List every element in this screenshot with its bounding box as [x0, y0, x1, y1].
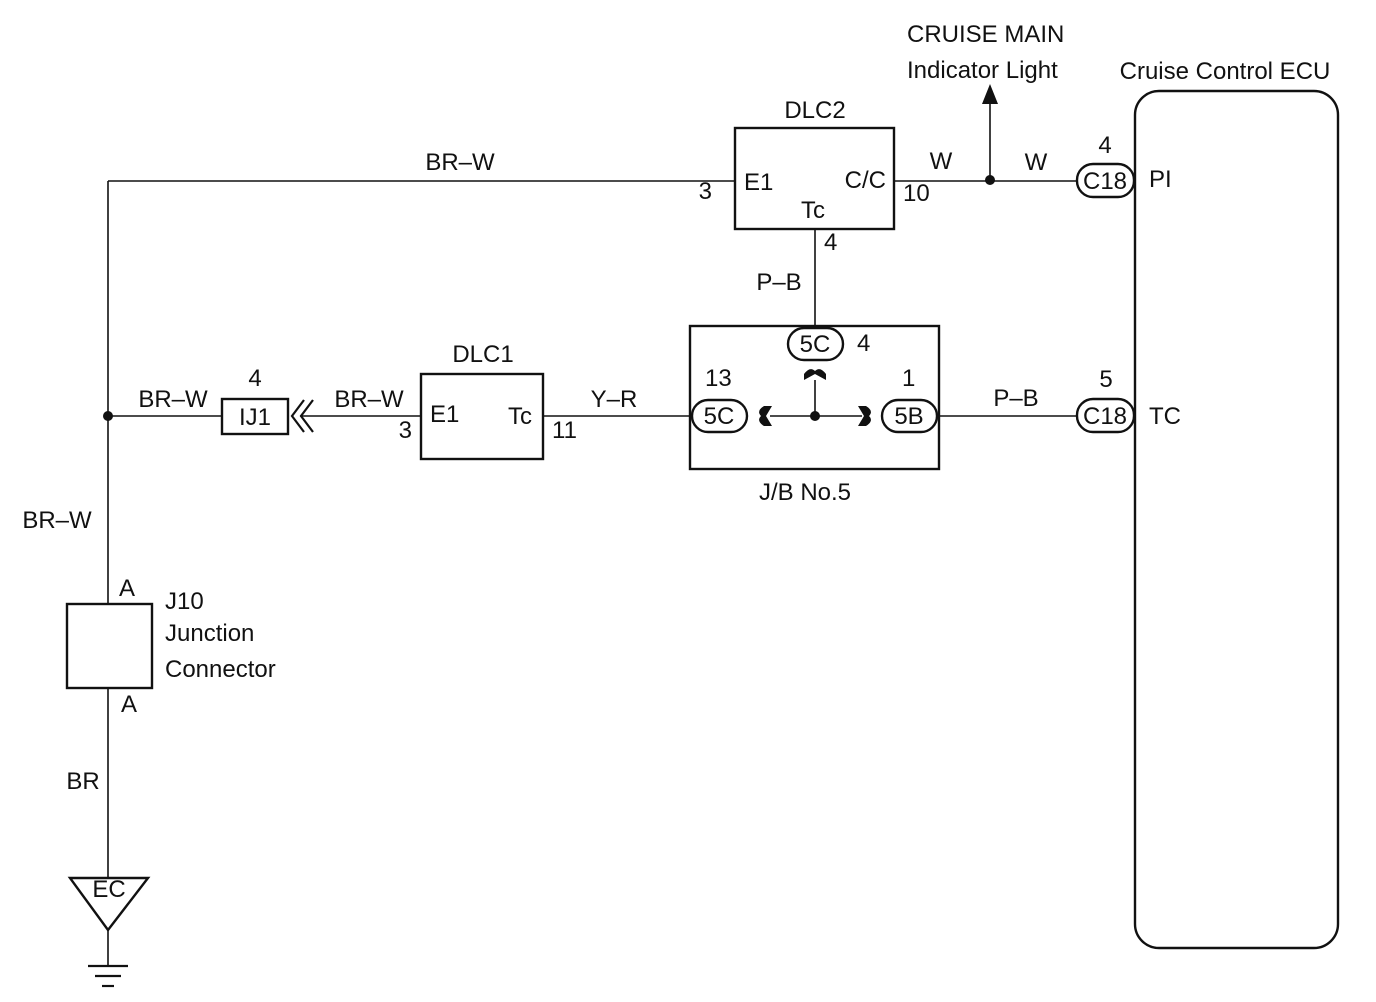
- wires: [107, 103, 1077, 878]
- cruise-control-ecu: Cruise Control ECU C18 4 PI C18 5 TC: [1075, 58, 1340, 950]
- wire-label-pb-vertical: P–B: [756, 269, 801, 296]
- jb5-pin-top: 4: [857, 330, 870, 357]
- j10-name: J10: [165, 588, 204, 615]
- j10-pin-top: A: [119, 575, 135, 602]
- ecu-c18-bottom-label: C18: [1083, 403, 1127, 430]
- indicator-arrow-icon: [982, 84, 998, 104]
- jb5-conn-right-label: 5B: [894, 403, 923, 430]
- ecu-pin-top: 4: [1098, 132, 1111, 159]
- dlc2-pin-e1: 3: [699, 178, 712, 205]
- dlc2-cc-label: C/C: [845, 167, 886, 194]
- ecu-title: Cruise Control ECU: [1120, 58, 1331, 85]
- splice-dot-jb: [810, 411, 820, 421]
- ecu-box: [1133, 89, 1340, 950]
- ground-ec: EC: [67, 876, 151, 988]
- ij1-chevron-inner-icon: [299, 399, 314, 433]
- ecu-pin-bottom: 5: [1099, 366, 1112, 393]
- dlc2-e1-label: E1: [744, 169, 773, 196]
- ground-symbol-icon: [88, 964, 128, 988]
- dlc2-connector: DLC2 E1 C/C Tc 3 10 4: [699, 97, 930, 256]
- jb5-conn-left: [690, 398, 749, 434]
- ecu-c18-top-label: C18: [1083, 168, 1127, 195]
- dlc1-e1-label: E1: [430, 401, 459, 428]
- dlc1-connector: DLC1 E1 Tc 3 11: [399, 341, 577, 461]
- jb5-conn-top-label: 5C: [800, 331, 831, 358]
- wire-label-pb-horizontal: P–B: [993, 385, 1038, 412]
- indicator-line1: CRUISE MAIN: [907, 21, 1064, 48]
- jb5-conn-left-label: 5C: [704, 403, 735, 430]
- jb5-pin-right: 1: [902, 365, 915, 392]
- wire-label-w-right: W: [1025, 149, 1048, 176]
- splice-dot-indicator: [985, 175, 995, 185]
- wire-label-yr: Y–R: [591, 386, 638, 413]
- ground-label: EC: [92, 876, 125, 903]
- ij1-pin: 4: [248, 365, 261, 392]
- ecu-terminal-pi: PI: [1149, 166, 1172, 193]
- dlc2-title: DLC2: [784, 97, 845, 124]
- dlc2-pin-cc: 10: [903, 180, 930, 207]
- ij1-box: [220, 397, 290, 436]
- dlc1-box: [419, 372, 545, 461]
- ecu-terminal-tc: TC: [1149, 403, 1181, 430]
- jb5-terminal-left-icon: [759, 406, 772, 426]
- jb5-box: [688, 324, 941, 471]
- wire-label-top-brw: BR–W: [425, 149, 495, 176]
- dlc1-title: DLC1: [452, 341, 513, 368]
- jb5-conn-top: [786, 326, 845, 362]
- j10-line1: Junction: [165, 620, 254, 647]
- wire-label-w-left: W: [930, 148, 953, 175]
- dlc1-pin-e1: 3: [399, 417, 412, 444]
- ground-triangle: [67, 876, 151, 933]
- j10-pin-bottom: A: [121, 691, 137, 718]
- ecu-c18-bottom: [1075, 397, 1136, 434]
- dlc2-box: [733, 126, 896, 231]
- splice-dot-left: [103, 411, 113, 421]
- wire-label-left-brw: BR–W: [22, 507, 92, 534]
- dlc1-tc-label: Tc: [508, 403, 532, 430]
- j10-box: [65, 602, 154, 690]
- ij1-connector: IJ1 4: [220, 365, 314, 436]
- jb5-conn-right: [880, 398, 939, 434]
- wire-label-mid-brw-left: BR–W: [138, 386, 208, 413]
- jb5-pin-left: 13: [705, 365, 732, 392]
- junction-block-5: J/B No.5 5C 4 5C 13 5B 1: [688, 324, 941, 506]
- ecu-c18-top: [1075, 162, 1136, 199]
- jb5-title: J/B No.5: [759, 479, 851, 506]
- wire-label-mid-brw-right: BR–W: [334, 386, 404, 413]
- j10-junction-connector: A A J10 Junction Connector: [65, 575, 276, 718]
- dlc2-pin-tc: 4: [824, 229, 837, 256]
- ij1-chevron-outer-icon: [290, 399, 305, 433]
- indicator-line2: Indicator Light: [907, 57, 1058, 84]
- j10-line2: Connector: [165, 656, 276, 683]
- ij1-label: IJ1: [239, 404, 271, 431]
- dlc2-tc-label: Tc: [801, 197, 825, 224]
- jb5-terminal-top-icon: [804, 369, 826, 380]
- jb5-terminal-right-icon: [858, 406, 871, 426]
- wire-label-br: BR: [66, 768, 99, 795]
- dlc1-pin-tc: 11: [552, 417, 577, 444]
